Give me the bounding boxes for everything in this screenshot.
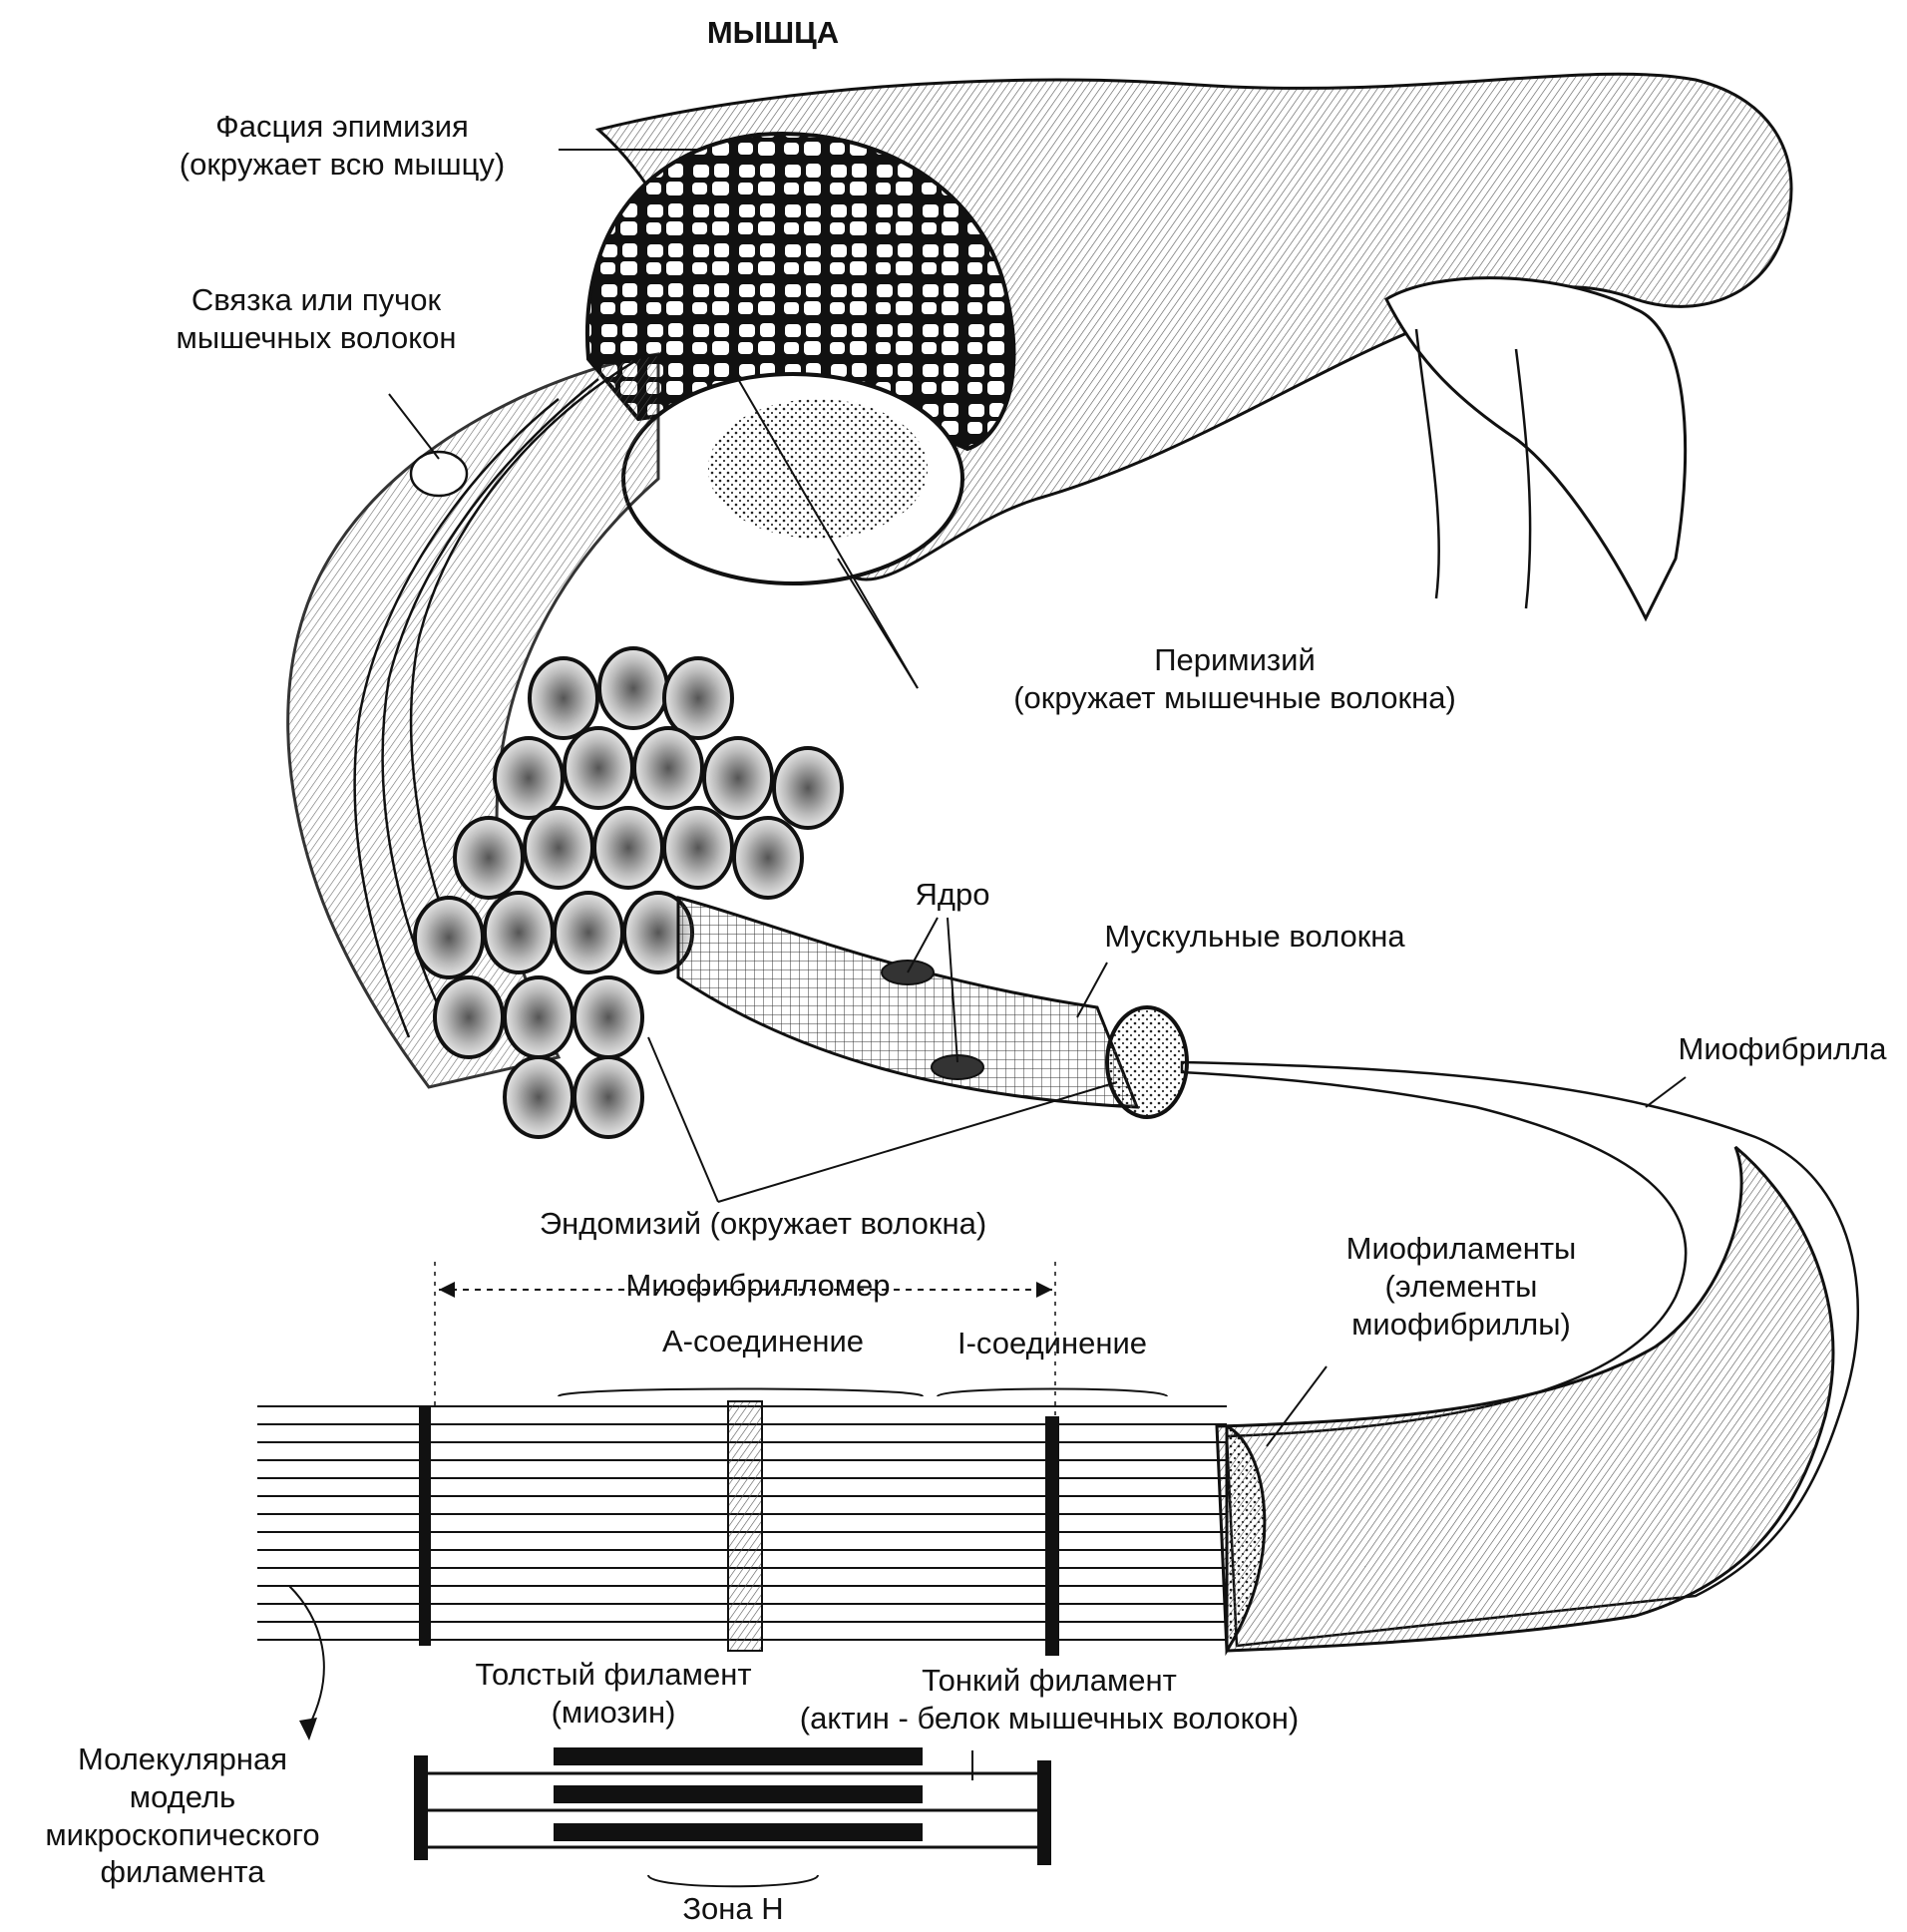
myofilaments-label: Миофиламенты (элементы миофибриллы) xyxy=(1345,1231,1577,1342)
fiber-end xyxy=(433,975,505,1059)
fascicle-bundle xyxy=(286,352,660,1089)
thick-filament-bar xyxy=(554,1785,923,1803)
fiber-end xyxy=(662,656,734,740)
fiber-end xyxy=(662,806,734,890)
h-zone-label: Зона H xyxy=(682,1891,784,1926)
i-band-bracket xyxy=(937,1387,1168,1397)
fascia-label: Фасция эпимизия (окружает всю мышцу) xyxy=(179,109,506,182)
endomysium-label: Эндомизий (окружает волокна) xyxy=(539,1206,987,1241)
molecular-model-label: Молекулярная модель микроскопического фи… xyxy=(45,1741,320,1890)
fiber-end xyxy=(523,806,594,890)
fiber-end xyxy=(572,1055,644,1139)
z-line xyxy=(1045,1416,1059,1656)
diagram-title: МЫШЦА xyxy=(706,15,840,50)
nucleus-label: Ядро xyxy=(915,877,990,912)
fiber-end xyxy=(453,816,525,900)
h-zone-bracket xyxy=(647,1874,819,1888)
fiber-end xyxy=(528,656,599,740)
fiber-end xyxy=(503,975,574,1059)
fiber-end xyxy=(413,896,485,979)
myofibril-strand xyxy=(1180,1060,1859,1657)
thick-filament-label: Толстый филамент (миозин) xyxy=(475,1657,752,1730)
leader-lines xyxy=(388,149,1687,1780)
muscle-fibers-label: Мускульные волокна xyxy=(1104,919,1405,954)
fiber-end xyxy=(592,806,664,890)
sarcomere-schematic xyxy=(257,1262,1227,1656)
m-line xyxy=(727,1400,763,1652)
single-muscle-fiber xyxy=(676,896,1189,1119)
fiber-end xyxy=(597,646,669,730)
a-band-label: А-соединение xyxy=(661,1324,865,1358)
i-band-label: I-соединение xyxy=(956,1326,1148,1360)
fiber-end xyxy=(632,726,704,810)
z-line xyxy=(419,1406,431,1646)
molecular-filament-model xyxy=(288,1585,1051,1888)
myofibrillomer-label: Миофибрилломер xyxy=(625,1268,891,1303)
fiber-end xyxy=(772,746,844,830)
thin-filament-label: Тонкий филамент (актин - белок мышечных … xyxy=(799,1663,1300,1736)
fiber-end xyxy=(732,816,804,900)
fiber-end xyxy=(563,726,634,810)
a-band-bracket xyxy=(558,1387,924,1397)
fascicle-label: Связка или пучок мышечных волокон xyxy=(176,282,457,355)
fiber-ends xyxy=(413,646,844,1139)
fiber-end xyxy=(572,975,644,1059)
perimysium-label: Перимизий (окружает мышечные волокна) xyxy=(1013,642,1456,715)
fiber-end xyxy=(553,891,624,974)
fiber-end xyxy=(503,1055,574,1139)
thick-filament-bar xyxy=(554,1747,923,1765)
fiber-end xyxy=(483,891,555,974)
fiber-end xyxy=(493,736,565,820)
myofibril-label: Миофибрилла xyxy=(1678,1031,1887,1066)
thick-filament-bar xyxy=(554,1823,923,1841)
fiber-end xyxy=(702,736,774,820)
tendon-joint xyxy=(1384,276,1688,622)
